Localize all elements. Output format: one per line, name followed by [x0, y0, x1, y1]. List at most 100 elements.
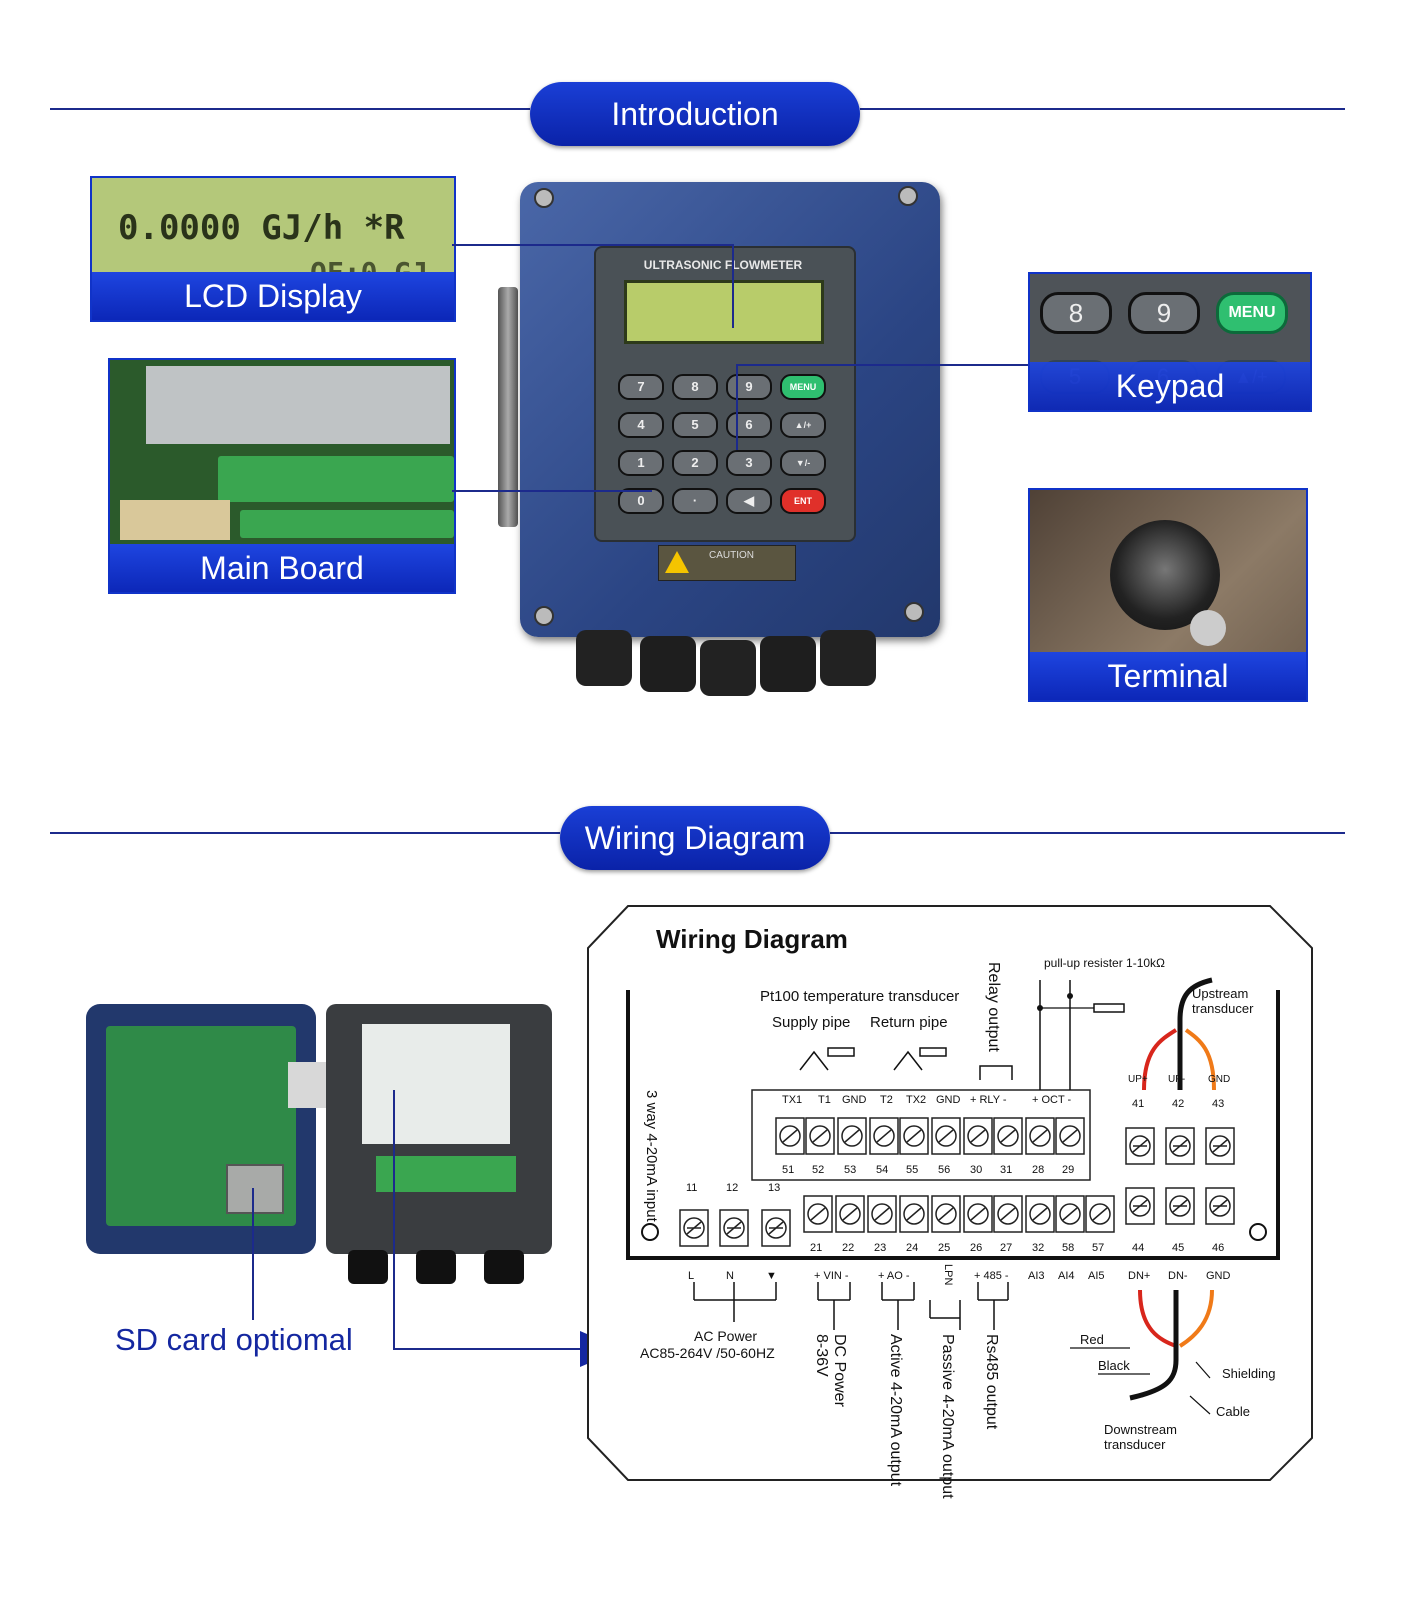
relay-bracket — [979, 1065, 1013, 1080]
pt100-return-resistor — [919, 1047, 947, 1057]
upper-terminal-label: T2 — [880, 1094, 893, 1106]
upper-terminal-number: 31 — [1000, 1164, 1013, 1176]
wiring-diagram-title: Wiring Diagram — [656, 924, 848, 954]
lower-terminal-screw-slot — [970, 1207, 986, 1221]
terminal-strip-upper — [218, 456, 454, 502]
device-key: 9 — [726, 374, 772, 400]
upper-terminal-number: 52 — [812, 1164, 825, 1176]
device-key: · — [672, 488, 718, 514]
lower-terminal-screw-slot — [874, 1207, 890, 1221]
lower-terminal-screw-slot — [810, 1207, 826, 1221]
upper-terminal-screw-slot — [782, 1129, 798, 1143]
device-hinge — [498, 287, 518, 527]
upper-terminal-label: + RLY - — [970, 1094, 1007, 1106]
screw-icon — [534, 606, 554, 626]
lower-terminal-screw-slot — [1062, 1207, 1078, 1221]
upper-terminal-block — [751, 1089, 1091, 1181]
upstream-terminal-label: UP+ — [1128, 1074, 1148, 1085]
bottom-terminal-label: + 485 - — [974, 1270, 1009, 1282]
upper-terminal-screw-slot — [970, 1129, 986, 1143]
ac-spec-label: AC85-264V /50-60HZ — [640, 1345, 775, 1361]
ac-terminal-number: 12 — [726, 1182, 739, 1194]
input-4-20-label: 3 way 4-20mA input — [643, 1090, 660, 1222]
device-key: MENU — [780, 374, 826, 400]
sd-card-label: SD card optiomal — [115, 1322, 353, 1357]
upstream-red-wire — [1142, 1028, 1178, 1091]
downstream-red-wire — [1138, 1289, 1177, 1348]
passive-out-label: Passive 4-20mA output — [939, 1334, 956, 1499]
lower-terminal-number: 22 — [842, 1242, 855, 1254]
upper-terminal-screw-slot — [1032, 1129, 1048, 1143]
upper-terminal-number: 28 — [1032, 1164, 1045, 1176]
callout-leader — [1195, 1361, 1211, 1379]
wiring-rule-left — [50, 832, 560, 834]
upper-terminal-label: TX2 — [906, 1094, 927, 1106]
upper-terminal-number: 54 — [876, 1164, 889, 1176]
device-key: 1 — [618, 450, 664, 476]
downstream-terminal-number: 44 — [1132, 1242, 1145, 1254]
device-key: 3 — [726, 450, 772, 476]
bottom-terminal-label: L — [688, 1270, 695, 1282]
main-board-label: Main Board — [110, 544, 454, 592]
lower-terminal-number: 26 — [970, 1242, 983, 1254]
diagram-connector-v — [393, 1090, 395, 1350]
upper-terminal-number: 29 — [1062, 1164, 1075, 1176]
bottom-terminal-label: N — [726, 1270, 734, 1282]
keypad-connector-h — [736, 364, 1028, 366]
ac-terminal-number: 13 — [768, 1182, 781, 1194]
upper-terminal-number: 51 — [782, 1164, 795, 1176]
main-board-connector — [452, 490, 652, 492]
lower-terminal-number: 24 — [906, 1242, 919, 1254]
keypad-callout: 8 9 MENU 5 6 ▲/+ Keypad — [1028, 272, 1312, 412]
device-key: ENT — [780, 488, 826, 514]
downstream-black-wire — [1129, 1290, 1179, 1401]
mounting-hole-right — [1249, 1223, 1267, 1241]
upper-terminal-number: 56 — [938, 1164, 951, 1176]
bottom-terminal-label: GND — [1206, 1270, 1231, 1282]
pt100-return-symbol — [893, 1050, 923, 1071]
lower-terminal-number: 27 — [1000, 1242, 1013, 1254]
active-out-label: Active 4-20mA output — [887, 1334, 904, 1487]
bottom-terminal-label: AI4 — [1058, 1270, 1075, 1282]
device-key: 2 — [672, 450, 718, 476]
intro-rule-right — [860, 108, 1345, 110]
diagram-connector-h — [393, 1348, 588, 1350]
upper-terminal-screw-slot — [1062, 1129, 1078, 1143]
upper-terminal-label: GND — [936, 1094, 961, 1106]
main-board-callout: Main Board — [108, 358, 456, 594]
relay-output-label: Relay output — [985, 962, 1002, 1052]
bottom-terminal-label: LPN — [942, 1264, 954, 1286]
sd-card-slot — [226, 1164, 284, 1214]
dc-spec-label: 8-36V — [813, 1334, 830, 1377]
bottom-terminal-label: AI3 — [1028, 1270, 1045, 1282]
terminal-strip-lower — [240, 510, 454, 538]
lower-terminal-screw-slot — [1092, 1207, 1108, 1221]
oct-node — [1067, 993, 1073, 999]
terminal-label: Terminal — [1030, 652, 1306, 700]
board-fuses — [120, 500, 230, 540]
device-key: ▼/- — [780, 450, 826, 476]
bottom-terminal-label: AI5 — [1088, 1270, 1105, 1282]
black-wire-label: Black — [1098, 1358, 1130, 1373]
upstream-label: Upstream transducer — [1192, 986, 1254, 1016]
bottom-terminal-label: DN- — [1168, 1270, 1188, 1282]
rs485-label: Rs485 output — [983, 1334, 1000, 1430]
inner-glands — [348, 1250, 538, 1286]
wiring-rule-right — [830, 832, 1345, 834]
upper-terminal-number: 30 — [970, 1164, 983, 1176]
device-key: 5 — [672, 412, 718, 438]
device-key: 6 — [726, 412, 772, 438]
bottom-terminal-label: DN+ — [1128, 1270, 1151, 1282]
device-key: 7 — [618, 374, 664, 400]
upstream-shield-wire — [1184, 1028, 1216, 1091]
upper-terminal-label: + OCT - — [1032, 1094, 1072, 1106]
upper-terminal-label: TX1 — [782, 1094, 803, 1106]
shielding-label: Shielding — [1222, 1366, 1276, 1381]
upstream-black-wire — [1177, 977, 1213, 1090]
device-key: 8 — [672, 374, 718, 400]
inner-diagram-sticker — [362, 1024, 510, 1144]
inner-terminals — [376, 1156, 516, 1192]
upstream-terminal-label: UP- — [1168, 1074, 1186, 1085]
lower-terminal-screw-slot — [938, 1207, 954, 1221]
